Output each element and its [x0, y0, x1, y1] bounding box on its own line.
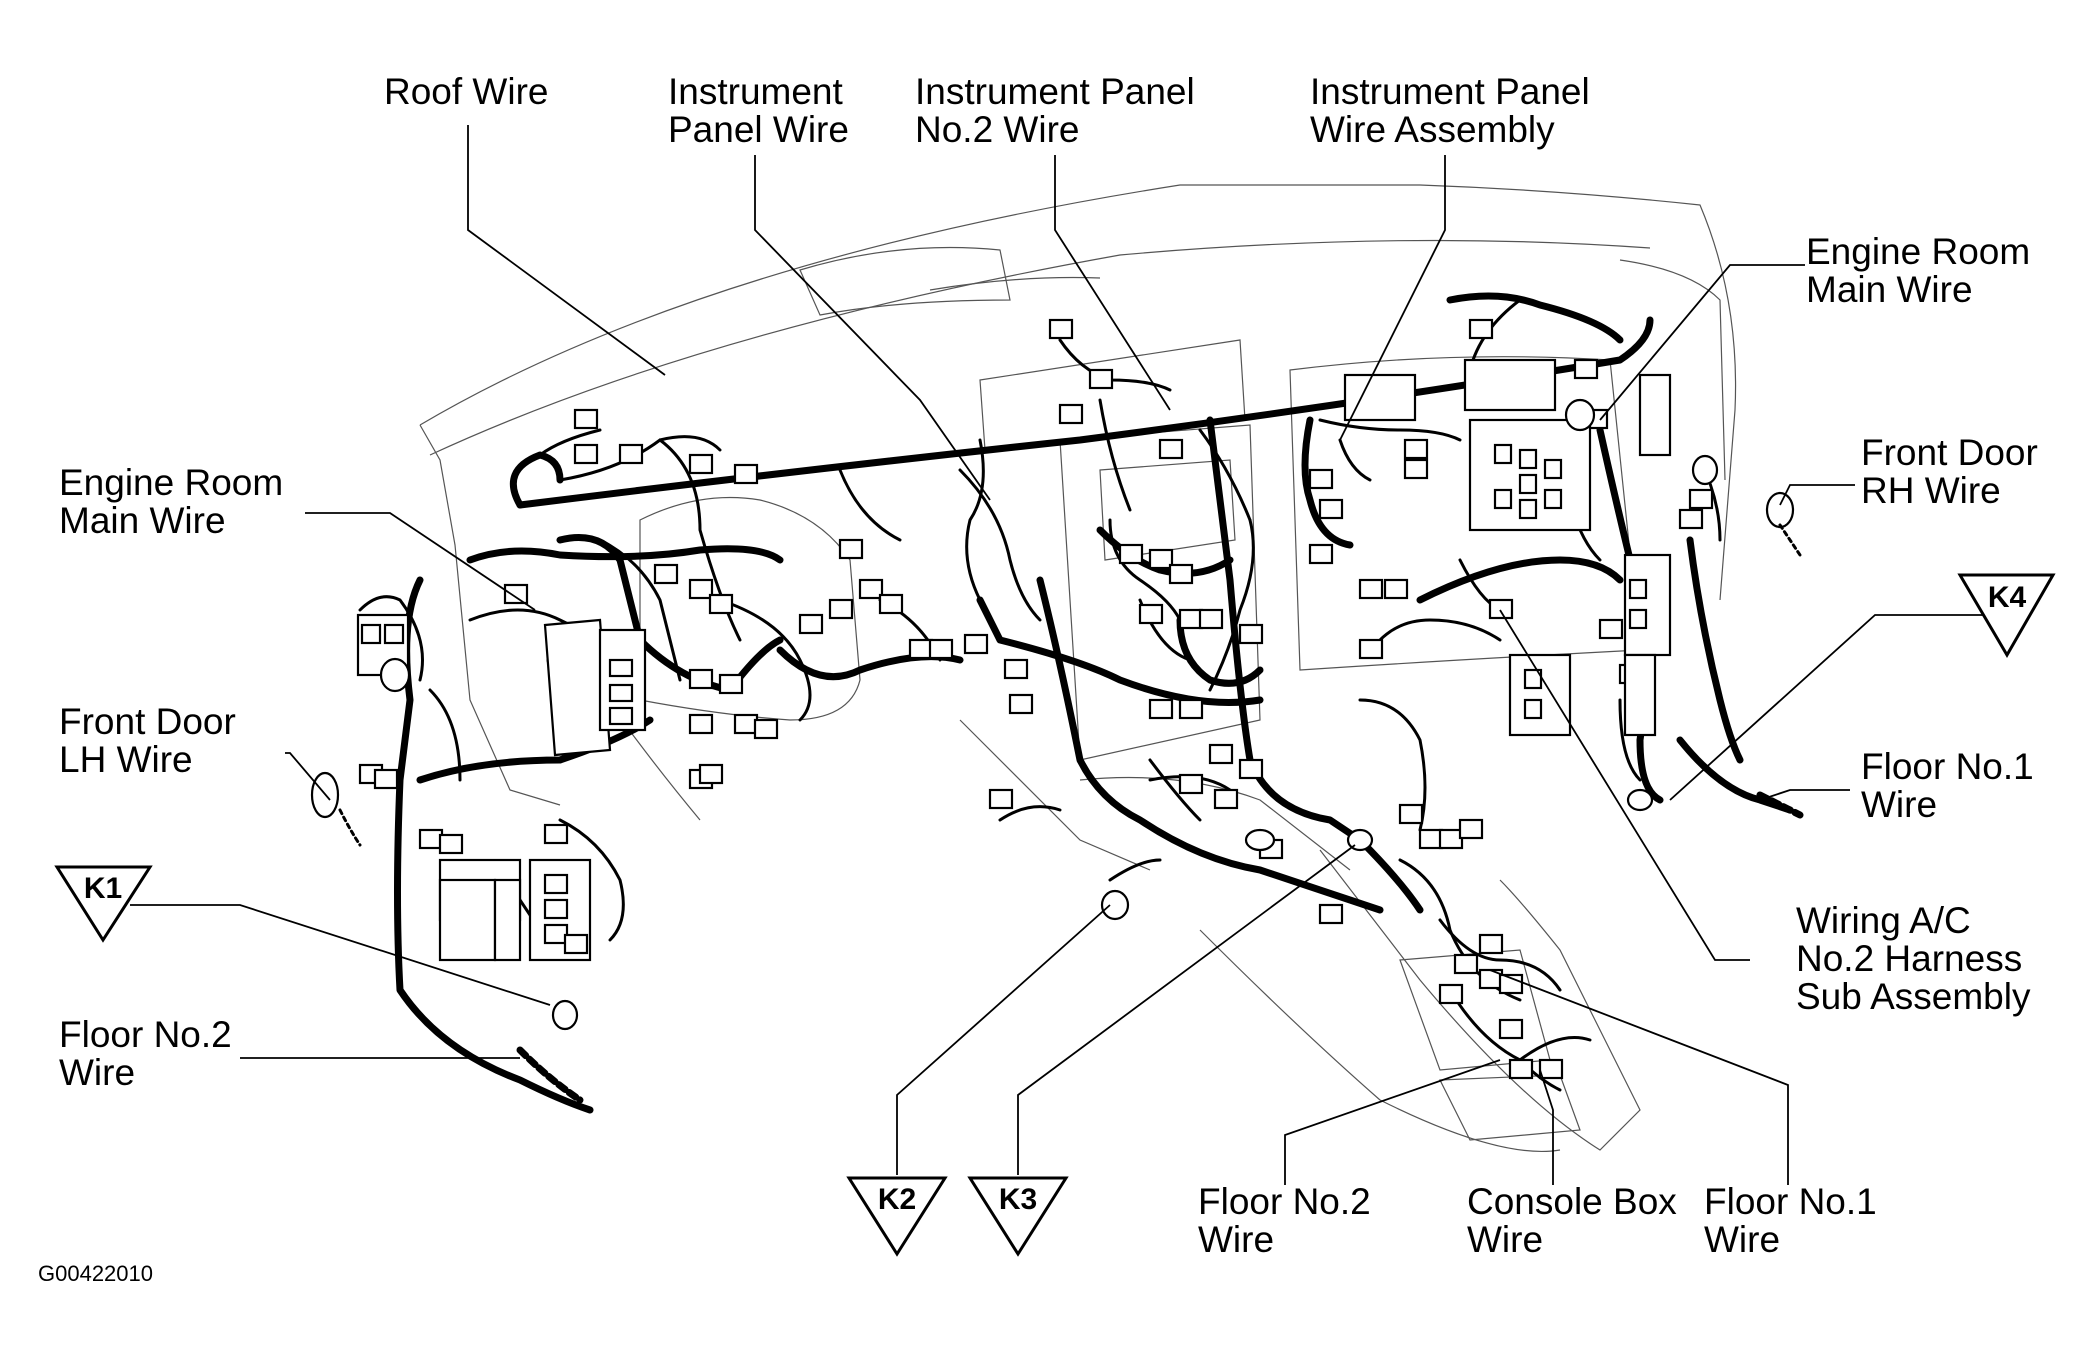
label-floor-no2-wire-bottom: Floor No.2 Wire: [1198, 1181, 1371, 1260]
label-instrument-panel-no2-wire: Instrument Panel No.2 Wire: [915, 71, 1195, 150]
label-instrument-panel-wire: Instrument Panel Wire: [668, 71, 849, 150]
label-console-box-wire: Console Box Wire: [1467, 1181, 1677, 1260]
leader-lines: [130, 125, 1985, 1185]
label-roof-wire: Roof Wire: [384, 71, 549, 112]
marker-k3-text: K3: [999, 1183, 1037, 1216]
marker-k1-text: K1: [84, 872, 122, 905]
label-engine-room-main-wire-right: Engine Room Main Wire: [1806, 231, 2031, 310]
label-instrument-panel-wire-assembly: Instrument Panel Wire Assembly: [1310, 71, 1590, 150]
marker-k3: K3: [967, 1176, 1069, 1257]
figure-code: G00422010: [38, 1261, 153, 1286]
label-floor-no1-wire-right: Floor No.1 Wire: [1861, 746, 2034, 825]
label-floor-no1-wire-bottom: Floor No.1 Wire: [1704, 1181, 1877, 1260]
marker-k1: K1: [54, 865, 153, 943]
marker-k4-text: K4: [1988, 581, 2027, 614]
junction-blocks: [356, 358, 1672, 962]
marker-k2-text: K2: [878, 1183, 916, 1216]
label-front-door-rh-wire: Front Door RH Wire: [1861, 432, 2038, 511]
marker-k2: K2: [846, 1176, 948, 1257]
label-front-door-lh-wire: Front Door LH Wire: [59, 701, 236, 780]
marker-k4: K4: [1957, 573, 2056, 658]
label-wiring-ac-no2-harness: Wiring A/C No.2 Harness Sub Assembly: [1796, 900, 2031, 1017]
connectors: [358, 318, 1714, 1080]
label-floor-no2-wire-left: Floor No.2 Wire: [59, 1014, 232, 1093]
label-engine-room-main-wire-left: Engine Room Main Wire: [59, 462, 284, 541]
